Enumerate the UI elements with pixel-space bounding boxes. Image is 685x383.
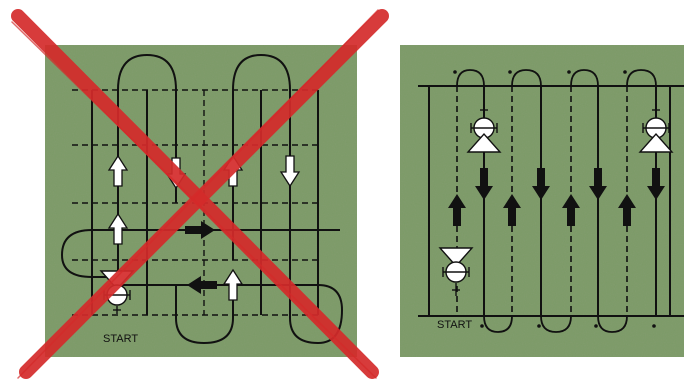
incorrect-pattern-panel: START <box>12 10 382 378</box>
start-label: START <box>437 319 472 331</box>
correct-pattern-panel: START <box>400 45 684 357</box>
start-label: START <box>103 333 138 345</box>
